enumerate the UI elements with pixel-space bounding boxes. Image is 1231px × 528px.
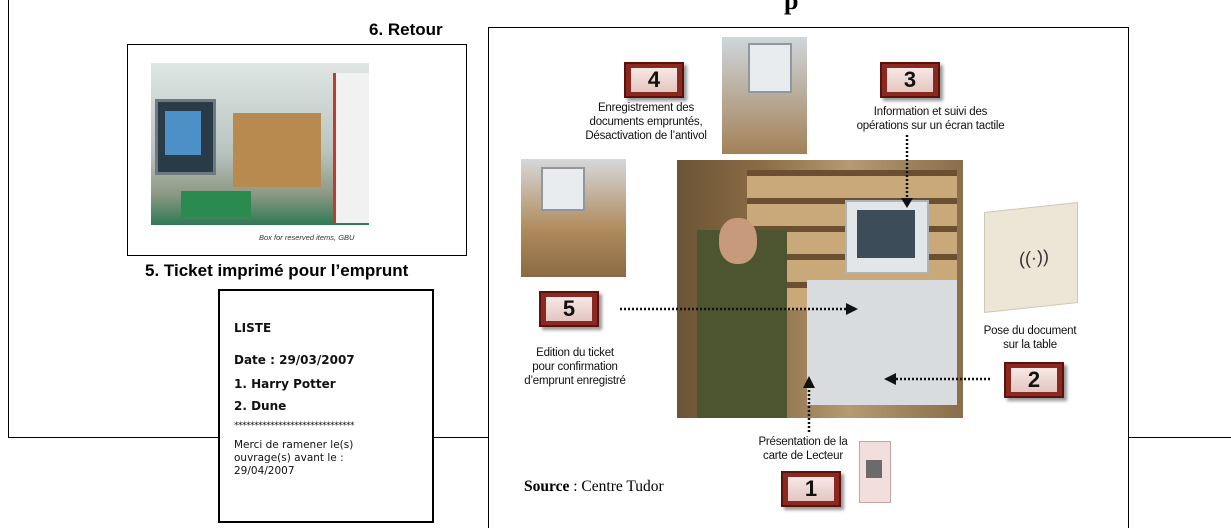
ticket-heading: 5. Ticket imprimé pour l’emprunt	[145, 261, 409, 280]
return-desk	[233, 113, 321, 187]
photo-step-4	[722, 37, 807, 154]
kiosk-screen-display	[165, 111, 201, 155]
ticket-note-line-3: 29/04/2007	[234, 465, 295, 477]
step-2-badge: 2	[1004, 362, 1064, 398]
printed-ticket: LISTE Date : 29/03/2007 1. Harry Potter …	[218, 289, 434, 523]
ticket-note-line-2: ouvrage(s) avant le :	[234, 452, 344, 464]
ticket-title: LISTE	[234, 321, 272, 335]
card-chip-icon	[866, 460, 882, 478]
step-5-caption: Edition du ticket pour confirmation d’em…	[524, 347, 626, 387]
retour-photo-frame: Box for reserved items, GBU	[127, 44, 467, 256]
step-3-badge: 3	[880, 62, 940, 98]
photo-step-4-screen	[748, 43, 792, 93]
top-cut-text: p	[784, 0, 799, 15]
source-label: Source	[524, 478, 570, 495]
person-arm	[333, 73, 369, 223]
arrow-step-5-head	[846, 303, 858, 315]
step-1-badge: 1	[781, 471, 841, 507]
left-frame-bottom-line	[8, 437, 218, 438]
retour-photo	[151, 63, 369, 225]
step-4-caption: Enregistrement des documents empruntés, …	[585, 102, 707, 142]
middle-bottom-line	[430, 437, 488, 438]
photo-step-5	[521, 159, 626, 277]
woman-head	[719, 218, 757, 264]
ticket-item-1: 1. Harry Potter	[234, 377, 336, 391]
ticket-date: Date : 29/03/2007	[234, 353, 355, 367]
arrow-step-1-head	[803, 376, 815, 388]
source-credit: Source : Centre Tudor	[524, 478, 664, 496]
arrow-step-3-head	[901, 198, 913, 208]
step-3-caption: Information et suivi des opérations sur …	[856, 106, 1005, 132]
source-value: : Centre Tudor	[569, 478, 664, 495]
photo-step-5-screen	[541, 167, 585, 211]
left-frame-vertical	[8, 0, 9, 438]
step-5-badge: 5	[539, 291, 599, 327]
green-mat	[181, 191, 251, 217]
retour-heading: 6. Retour	[369, 20, 443, 39]
kiosk-monitor-screen	[857, 210, 915, 258]
ticket-separator: ******************************	[234, 421, 355, 431]
arrow-step-2-head	[884, 373, 896, 385]
central-photo	[677, 160, 963, 418]
right-bottom-line	[1128, 437, 1231, 438]
ticket-item-2: 2. Dune	[234, 399, 287, 413]
step-1-caption: Présentation de la carte de Lecteur	[758, 436, 848, 462]
retour-photo-caption: Box for reserved items, GBU	[259, 233, 355, 242]
step-4-badge: 4	[624, 62, 684, 98]
ticket-note-line-1: Merci de ramener le(s)	[234, 439, 354, 451]
reader-card-photo	[859, 441, 891, 503]
kiosk-body	[807, 280, 957, 405]
step-2-caption: Pose du document sur la table	[983, 325, 1077, 351]
